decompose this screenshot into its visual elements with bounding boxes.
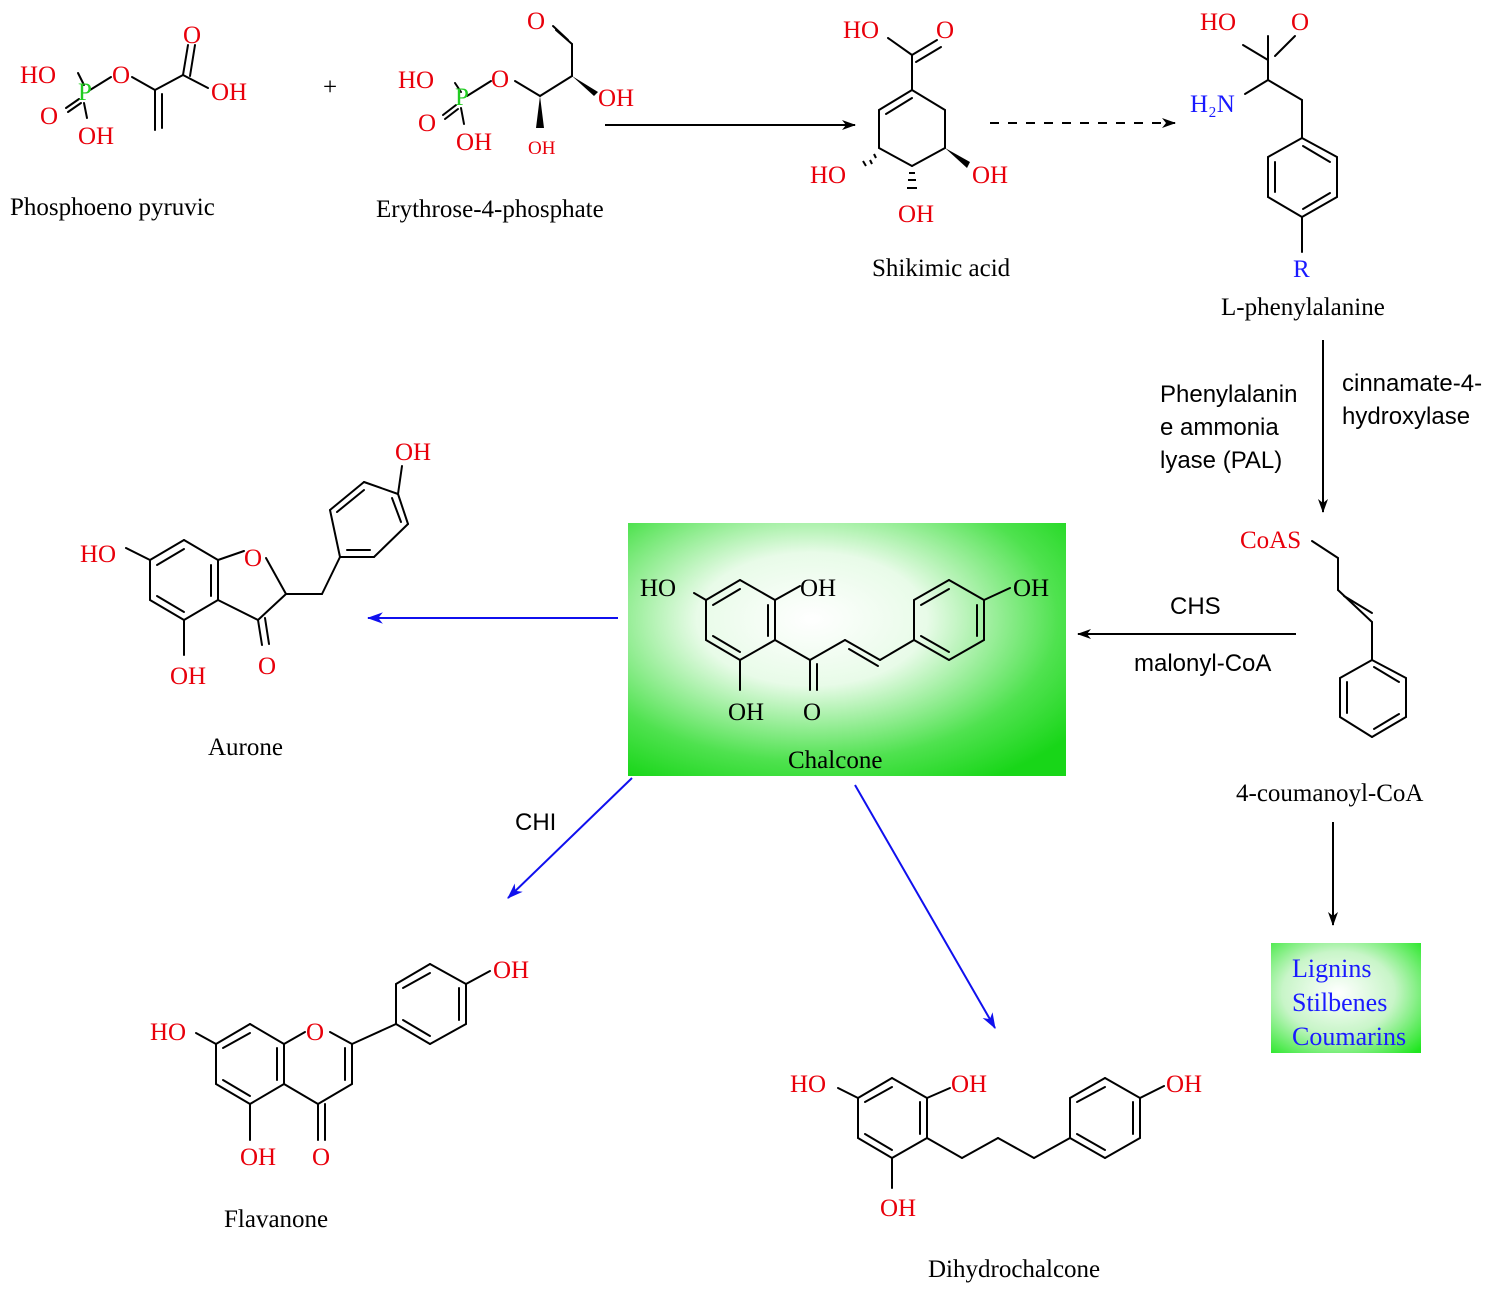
pep-o-ester: O <box>112 62 130 89</box>
chi-label: CHI <box>515 809 556 836</box>
coumaroyl-coa-structure <box>1311 540 1407 738</box>
product-lignins: Lignins <box>1292 954 1371 983</box>
aurone-o-ring: O <box>244 545 262 572</box>
dihydrochalcone-name: Dihydrochalcone <box>928 1256 1100 1283</box>
dihydrochalcone-structure <box>837 1077 1165 1189</box>
pal-label-1: Phenylalanin <box>1160 381 1297 408</box>
pep-oh-acid: OH <box>211 79 247 106</box>
shikimic-structure <box>862 37 970 189</box>
aurone-ho: HO <box>80 541 116 568</box>
coa-name: 4-coumanoyl-CoA <box>1236 780 1423 807</box>
phe-r: R <box>1293 256 1310 283</box>
flavanone-oh-top: OH <box>493 957 529 984</box>
flavanone-ho: HO <box>150 1019 186 1046</box>
chalcone-oh-c: OH <box>728 699 764 726</box>
shikimic-name: Shikimic acid <box>872 255 1011 282</box>
shik-oh-3: OH <box>972 162 1008 189</box>
pep-o-phos: O <box>40 103 58 130</box>
e4p-o-aldehyde: O <box>527 8 545 35</box>
phenylalanine-name: L-phenylalanine <box>1221 294 1385 321</box>
shik-oh-4: OH <box>898 201 934 228</box>
dihydro-ho: HO <box>790 1071 826 1098</box>
pep-o-carbonyl: O <box>183 22 201 49</box>
aurone-oh-top: OH <box>395 439 431 466</box>
chalcone-oh-b: OH <box>1013 575 1049 602</box>
pal-label-3: lyase (PAL) <box>1160 447 1282 474</box>
coa-label: CoAS <box>1240 527 1301 554</box>
dihydro-oh-c: OH <box>880 1195 916 1222</box>
e4p-o-ester: O <box>491 66 509 93</box>
arrow-to-flavanone <box>507 777 633 899</box>
pep-oh-phos: OH <box>78 123 114 150</box>
pep-structure <box>65 44 209 131</box>
product-coumarins: Coumarins <box>1292 1022 1406 1051</box>
flavanone-oh-bottom: OH <box>240 1144 276 1171</box>
shik-ho-acid: HO <box>843 17 879 44</box>
flavanone-structure <box>195 963 491 1141</box>
chalcone-oh-a: OH <box>800 575 836 602</box>
chs-label: CHS <box>1170 593 1221 620</box>
flavanone-o-carbonyl: O <box>312 1144 330 1171</box>
flavanone-name: Flavanone <box>224 1206 328 1233</box>
dihydro-oh-a: OH <box>951 1071 987 1098</box>
aurone-o-carbonyl: O <box>258 653 276 680</box>
e4p-oh-phos: OH <box>456 129 492 156</box>
shik-ho-5: HO <box>810 162 846 189</box>
c4h-label-2: hydroxylase <box>1342 403 1470 430</box>
phe-h2n: H₂N <box>1190 91 1235 118</box>
e4p-ho: HO <box>398 67 434 94</box>
shik-o-carbonyl: O <box>936 17 954 44</box>
e4p-p: P <box>455 84 469 111</box>
chalcone-highlight-box <box>628 523 1066 776</box>
e4p-oh-3: OH <box>598 85 634 112</box>
e4p-name: Erythrose-4-phosphate <box>376 196 604 223</box>
arrow-to-dihydrochalcone <box>854 784 996 1029</box>
pep-name: Phosphoeno pyruvic <box>10 194 215 221</box>
pal-label-2: e ammonia <box>1160 414 1279 441</box>
plus-sign: + <box>323 74 337 101</box>
chalcone-o: O <box>803 699 821 726</box>
e4p-oh-2: OH <box>528 138 556 159</box>
flavanone-o-ring: O <box>306 1019 324 1046</box>
chalcone-structure <box>693 579 1011 691</box>
pep-p: P <box>78 79 92 106</box>
e4p-structure <box>442 25 598 128</box>
aurone-oh-bottom: OH <box>170 663 206 690</box>
phe-ho: HO <box>1200 9 1236 36</box>
phe-o: O <box>1291 9 1309 36</box>
phenylalanine-structure <box>1242 35 1338 253</box>
dihydro-oh-b: OH <box>1166 1071 1202 1098</box>
chalcone-ho: HO <box>640 575 676 602</box>
c4h-label-1: cinnamate-4- <box>1342 370 1482 397</box>
products-box <box>1271 943 1421 1053</box>
aurone-name: Aurone <box>208 734 283 761</box>
chalcone-name: Chalcone <box>788 747 882 774</box>
pep-ho: HO <box>20 62 56 89</box>
aurone-structure <box>125 465 409 656</box>
product-stilbenes: Stilbenes <box>1292 988 1387 1017</box>
malonyl-label: malonyl-CoA <box>1134 650 1271 677</box>
e4p-o-phos: O <box>418 110 436 137</box>
